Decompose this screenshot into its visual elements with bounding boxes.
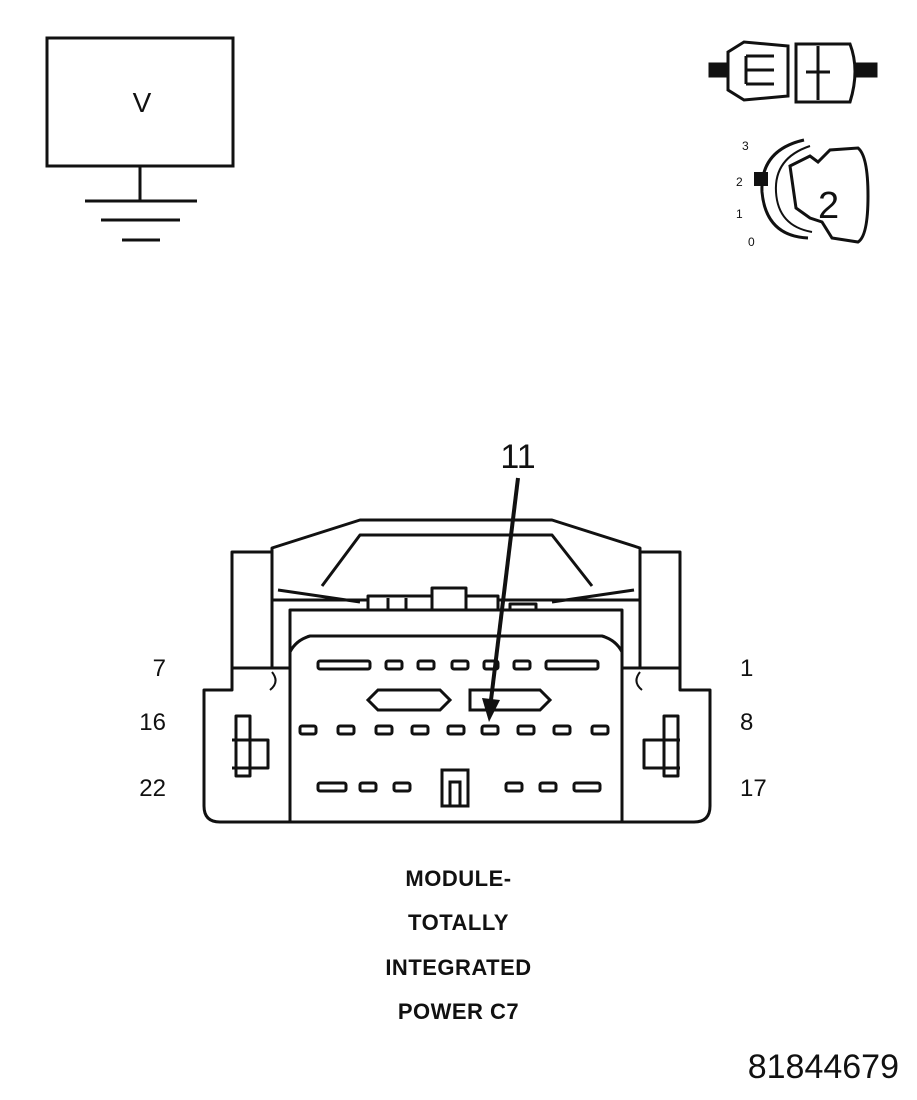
figure-reference-number: 81844679 (747, 1048, 899, 1086)
ignition-position-2: 2 (736, 175, 743, 189)
caption-line-2: TOTALLY (408, 910, 509, 935)
pin-label-8: 8 (740, 709, 753, 736)
pin-row-2 (298, 724, 610, 736)
voltmeter-label: V (133, 87, 152, 118)
pin-row-1 (316, 659, 600, 671)
ignition-position-1: 1 (736, 207, 743, 221)
pin-label-17: 17 (740, 775, 767, 802)
callout-pin-number: 11 (500, 438, 535, 476)
ignition-key-position: 2 (818, 185, 839, 227)
ignition-position-3: 3 (742, 139, 749, 153)
ground-icon (85, 166, 197, 242)
ignition-key-icon (788, 146, 870, 244)
ignition-switch-icon: 3 2 1 0 2 (736, 138, 870, 249)
pin-number-labels: 7 1 16 8 22 17 (139, 655, 766, 802)
voltmeter-symbol: V (45, 36, 235, 242)
callout-arrow-icon (482, 477, 520, 722)
pin-label-7: 7 (153, 655, 166, 682)
caption-line-4: POWER C7 (397, 999, 520, 1024)
pin-label-22: 22 (139, 775, 166, 802)
caption-line-3: INTEGRATED (385, 955, 532, 980)
caption-line-1: MODULE- (405, 866, 512, 891)
connector-disconnect-icon (708, 40, 878, 104)
pin-callout: 11 (500, 438, 535, 476)
pin-row-3 (316, 768, 602, 808)
pin-label-16: 16 (139, 709, 166, 736)
pin-label-1: 1 (740, 655, 753, 682)
ignition-position-0: 0 (748, 235, 755, 249)
